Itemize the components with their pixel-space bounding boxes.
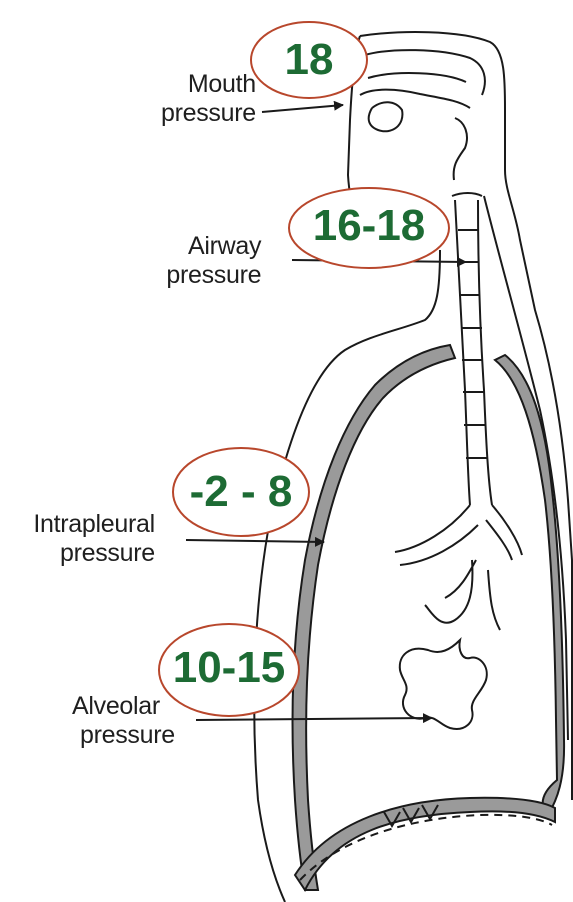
nasal-cavity bbox=[360, 50, 485, 180]
mouth-pressure-label: Mouth pressure bbox=[165, 70, 256, 128]
airway-pressure-value: 16-18 bbox=[294, 204, 444, 248]
intrapleural-label-line1: Intrapleural bbox=[20, 510, 155, 539]
intrapleural-label-line2: pressure bbox=[20, 539, 155, 568]
mouth-label-line2: pressure bbox=[161, 99, 256, 128]
trachea bbox=[452, 193, 492, 505]
alveolar-pressure-label: Alveolar pressure bbox=[72, 692, 175, 750]
airway-label-line2: pressure bbox=[164, 261, 261, 290]
intrapleural-pressure-arrow bbox=[186, 540, 324, 542]
mouth-label-line1: Mouth bbox=[165, 70, 256, 99]
airway-label-line1: Airway bbox=[164, 232, 261, 261]
alveolar-pressure-value: 10-15 bbox=[156, 646, 302, 690]
alveolar-sac bbox=[400, 640, 487, 729]
mouth-pressure-value: 18 bbox=[259, 38, 359, 82]
alveolar-label-line1: Alveolar bbox=[72, 692, 175, 721]
bronchial-tree bbox=[395, 505, 522, 630]
intrapleural-pressure-value: -2 - 8 bbox=[176, 470, 306, 514]
mouth-pressure-arrow bbox=[262, 105, 343, 112]
pleural-layer-right bbox=[495, 355, 564, 815]
alveolar-pressure-arrow bbox=[196, 718, 432, 720]
airway-pressure-label: Airway pressure bbox=[164, 232, 261, 290]
intrapleural-pressure-label: Intrapleural pressure bbox=[20, 510, 155, 568]
alveolar-label-line2: pressure bbox=[80, 721, 175, 750]
